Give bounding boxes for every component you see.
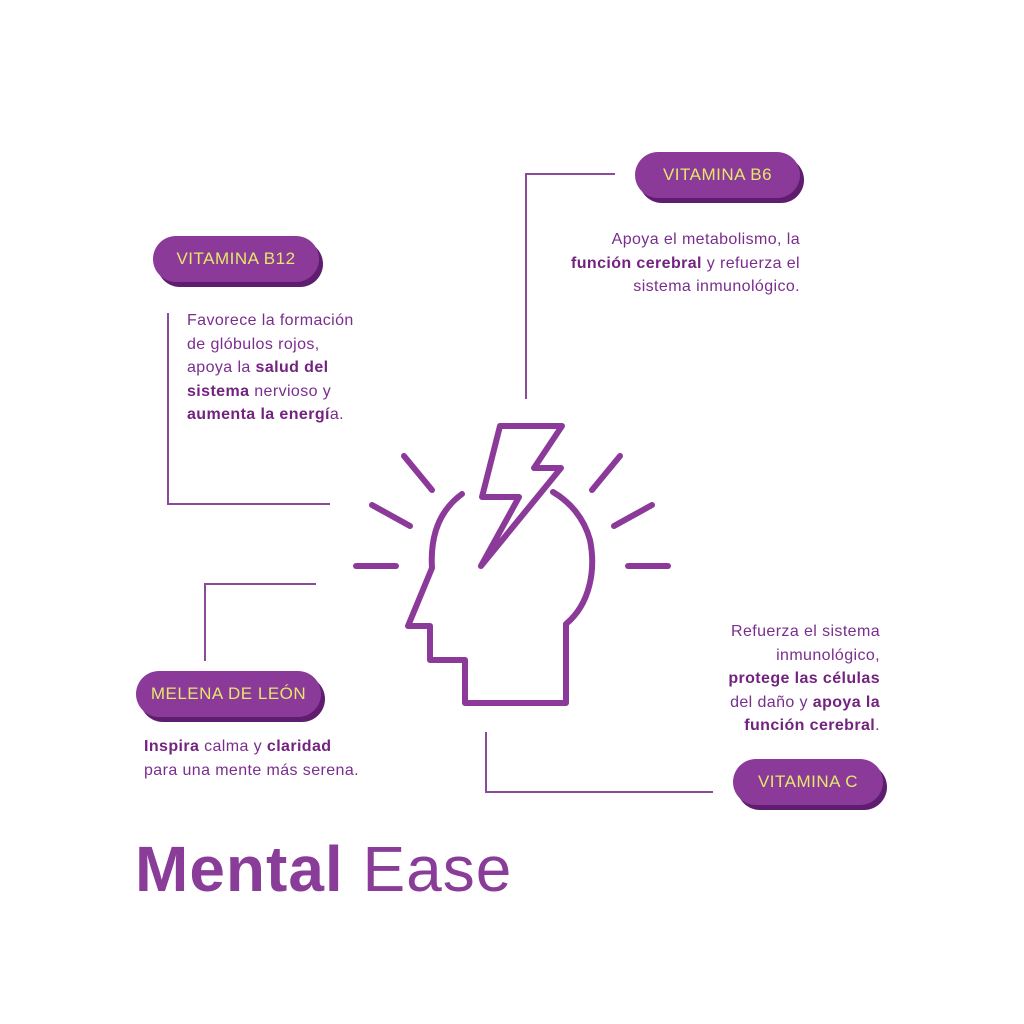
title-light: Ease	[362, 833, 513, 905]
desc-text-bold: apoya la	[812, 693, 880, 711]
head-profile	[405, 489, 596, 706]
desc-text: Refuerza el sistema	[731, 623, 880, 640]
desc-text-bold: sistema	[187, 382, 250, 400]
connector-melena-vertical	[204, 583, 206, 661]
connector-b6-horizontal	[525, 173, 615, 175]
connector-melena-horizontal	[204, 583, 316, 585]
desc-melena-de-leon: Inspira calma y claridad para una mente …	[144, 735, 424, 782]
ray-line	[589, 453, 623, 493]
pill-label: VITAMINA B6	[662, 165, 773, 184]
desc-text: sistema inmunológico.	[633, 278, 800, 295]
desc-text: inmunológico,	[776, 646, 880, 664]
pill-label: VITAMINA B12	[176, 249, 296, 268]
pill-vitamina-b12: VITAMINA B12	[153, 236, 319, 282]
desc-text: apoya la	[187, 359, 256, 376]
pill-label: VITAMINA C	[757, 772, 859, 791]
desc-text: Favorece la formación	[187, 312, 354, 329]
connector-c-vertical	[485, 732, 487, 792]
desc-text: del daño y	[730, 693, 813, 711]
desc-text: de glóbulos rojos,	[187, 335, 320, 353]
head-with-lightning-bolt-icon	[353, 423, 671, 706]
pill-label: MELENA DE LEÓN	[150, 684, 307, 703]
desc-text: a.	[329, 406, 345, 423]
desc-text-bold: función cerebral	[571, 254, 702, 272]
page-title: Mental Ease	[135, 832, 512, 906]
ray-line	[401, 453, 435, 493]
connector-c-horizontal	[485, 791, 713, 793]
pill-vitamina-c: VITAMINA C	[733, 759, 883, 805]
desc-text-bold: función cerebral	[744, 717, 876, 734]
desc-vitamina-c: Refuerza el sistema inmunológico, proteg…	[660, 620, 880, 738]
desc-text: nervioso y	[249, 382, 332, 400]
lightning-bolt	[478, 423, 565, 569]
connector-b6-vertical	[525, 173, 527, 399]
ray-line	[611, 502, 655, 529]
desc-text: para una mente más serena.	[144, 761, 359, 779]
desc-text: .	[875, 717, 880, 734]
desc-text-bold: protege las células	[728, 670, 880, 687]
desc-vitamina-b12: Favorece la formación de glóbulos rojos,…	[187, 309, 407, 427]
title-bold: Mental	[135, 833, 344, 905]
connector-b12-horizontal	[167, 503, 330, 505]
desc-vitamina-b6: Apoya el metabolismo, la función cerebra…	[540, 228, 800, 299]
desc-text-bold: claridad	[266, 738, 332, 755]
desc-text: Apoya el metabolismo, la	[611, 231, 800, 248]
desc-text-bold: aumenta la energí	[187, 406, 330, 423]
desc-text: y refuerza el	[701, 254, 800, 272]
desc-text: calma y	[199, 738, 267, 755]
connector-b12-vertical	[167, 313, 169, 504]
ray-line	[369, 502, 413, 529]
desc-text-bold: salud del	[255, 359, 329, 376]
pill-melena-de-leon: MELENA DE LEÓN	[136, 671, 321, 717]
pill-vitamina-b6: VITAMINA B6	[635, 152, 800, 198]
desc-text-bold: Inspira	[144, 738, 200, 755]
